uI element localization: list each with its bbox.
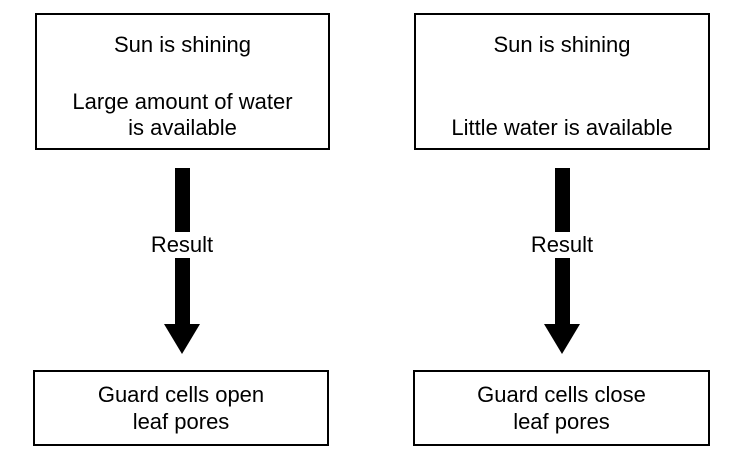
right-arrow-label: Result	[502, 232, 622, 258]
right-result-line-1: Guard cells close	[477, 382, 646, 407]
left-condition-line-3: is available	[128, 115, 237, 140]
right-result-box: Guard cells close leaf pores	[413, 370, 710, 446]
right-condition-line-2: Little water is available	[451, 115, 673, 140]
right-arrow-head	[544, 324, 580, 354]
left-condition-line-2: Large amount of water	[72, 89, 293, 114]
left-result-line-1: Guard cells open	[97, 382, 265, 407]
right-condition-line-1: Sun is shining	[493, 32, 631, 57]
left-arrow-label: Result	[122, 232, 242, 258]
right-result-line-2: leaf pores	[513, 409, 610, 434]
left-result-line-2: leaf pores	[132, 409, 230, 434]
left-result-box: Guard cells open leaf pores	[33, 370, 329, 446]
left-condition-line-1: Sun is shining	[114, 32, 251, 57]
left-condition-box: Sun is shining Large amount of water is …	[35, 13, 330, 150]
left-arrow-head	[164, 324, 200, 354]
right-condition-box: Sun is shining Little water is available	[414, 13, 710, 150]
